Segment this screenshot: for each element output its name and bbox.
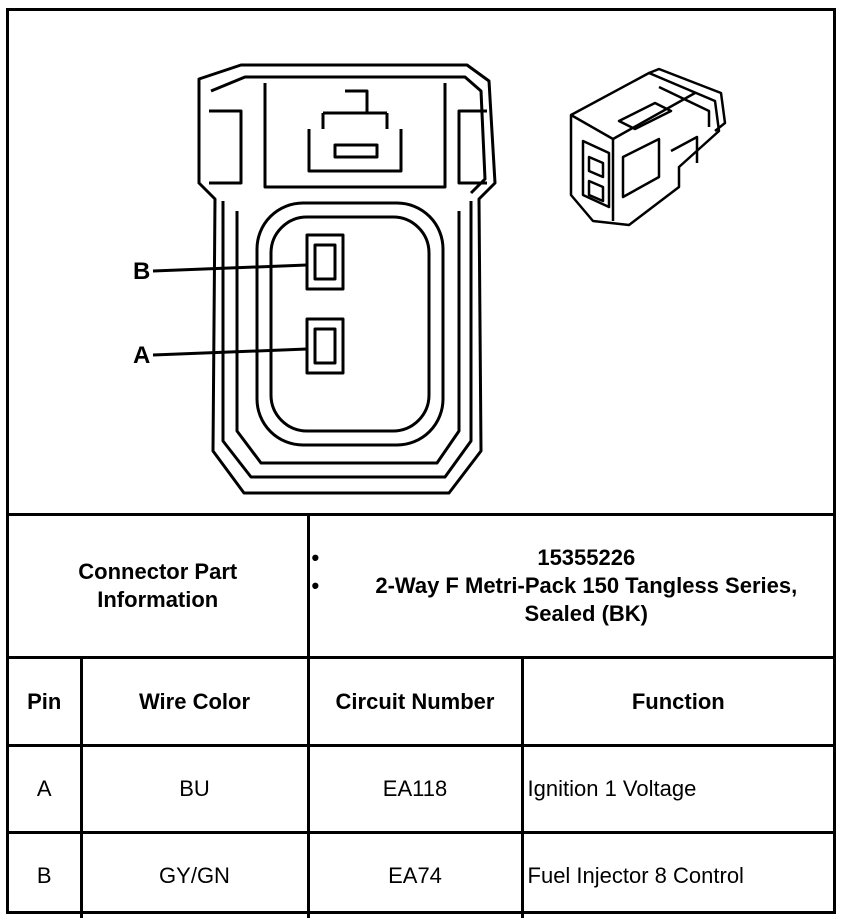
table-row: A BU EA118 Ignition 1 Voltage: [9, 744, 834, 834]
terminal-b: [305, 233, 345, 291]
header-function: Function: [520, 656, 834, 747]
connector-info-label: Connector Part Information: [9, 513, 310, 659]
info-label-line2: Information: [97, 587, 219, 612]
part-number: 15355226: [310, 544, 834, 572]
connector-info-details: 15355226 2-Way F Metri-Pack 150 Tangless…: [306, 513, 834, 659]
diagram-frame: B A Connector Part Information 15355226 …: [6, 8, 836, 918]
pin-label-b: B: [133, 258, 150, 285]
circuit-number-cell: EA74: [306, 831, 524, 918]
table-header-row: Pin Wire Color Circuit Number Function: [9, 656, 834, 747]
pin-label-a: A: [133, 342, 150, 369]
connector-iso-view: [569, 67, 727, 227]
connector-description: 2-Way F Metri-Pack 150 Tangless Series, …: [310, 572, 834, 628]
circuit-number-cell: EA118: [306, 744, 524, 834]
pin-cell: A: [9, 744, 83, 834]
connector-face-view: [152, 63, 497, 495]
leader-line-a: [152, 347, 308, 357]
header-pin: Pin: [9, 656, 83, 747]
table-row: B GY/GN EA74 Fuel Injector 8 Control: [9, 831, 834, 918]
connector-info-row: Connector Part Information 15355226 2-Wa…: [9, 513, 834, 659]
wire-color-cell: BU: [79, 744, 310, 834]
function-cell: Ignition 1 Voltage: [520, 744, 834, 834]
header-circuit-number: Circuit Number: [306, 656, 524, 747]
wire-color-cell: GY/GN: [79, 831, 310, 918]
header-wire-color: Wire Color: [79, 656, 310, 747]
connector-table: Connector Part Information 15355226 2-Wa…: [9, 513, 834, 918]
function-cell: Fuel Injector 8 Control: [520, 831, 834, 918]
leader-line-b: [152, 263, 308, 273]
connector-drawing: B A: [133, 63, 727, 495]
pin-cell: B: [9, 831, 83, 918]
info-label-line1: Connector Part: [78, 559, 238, 584]
terminal-a: [305, 317, 345, 375]
